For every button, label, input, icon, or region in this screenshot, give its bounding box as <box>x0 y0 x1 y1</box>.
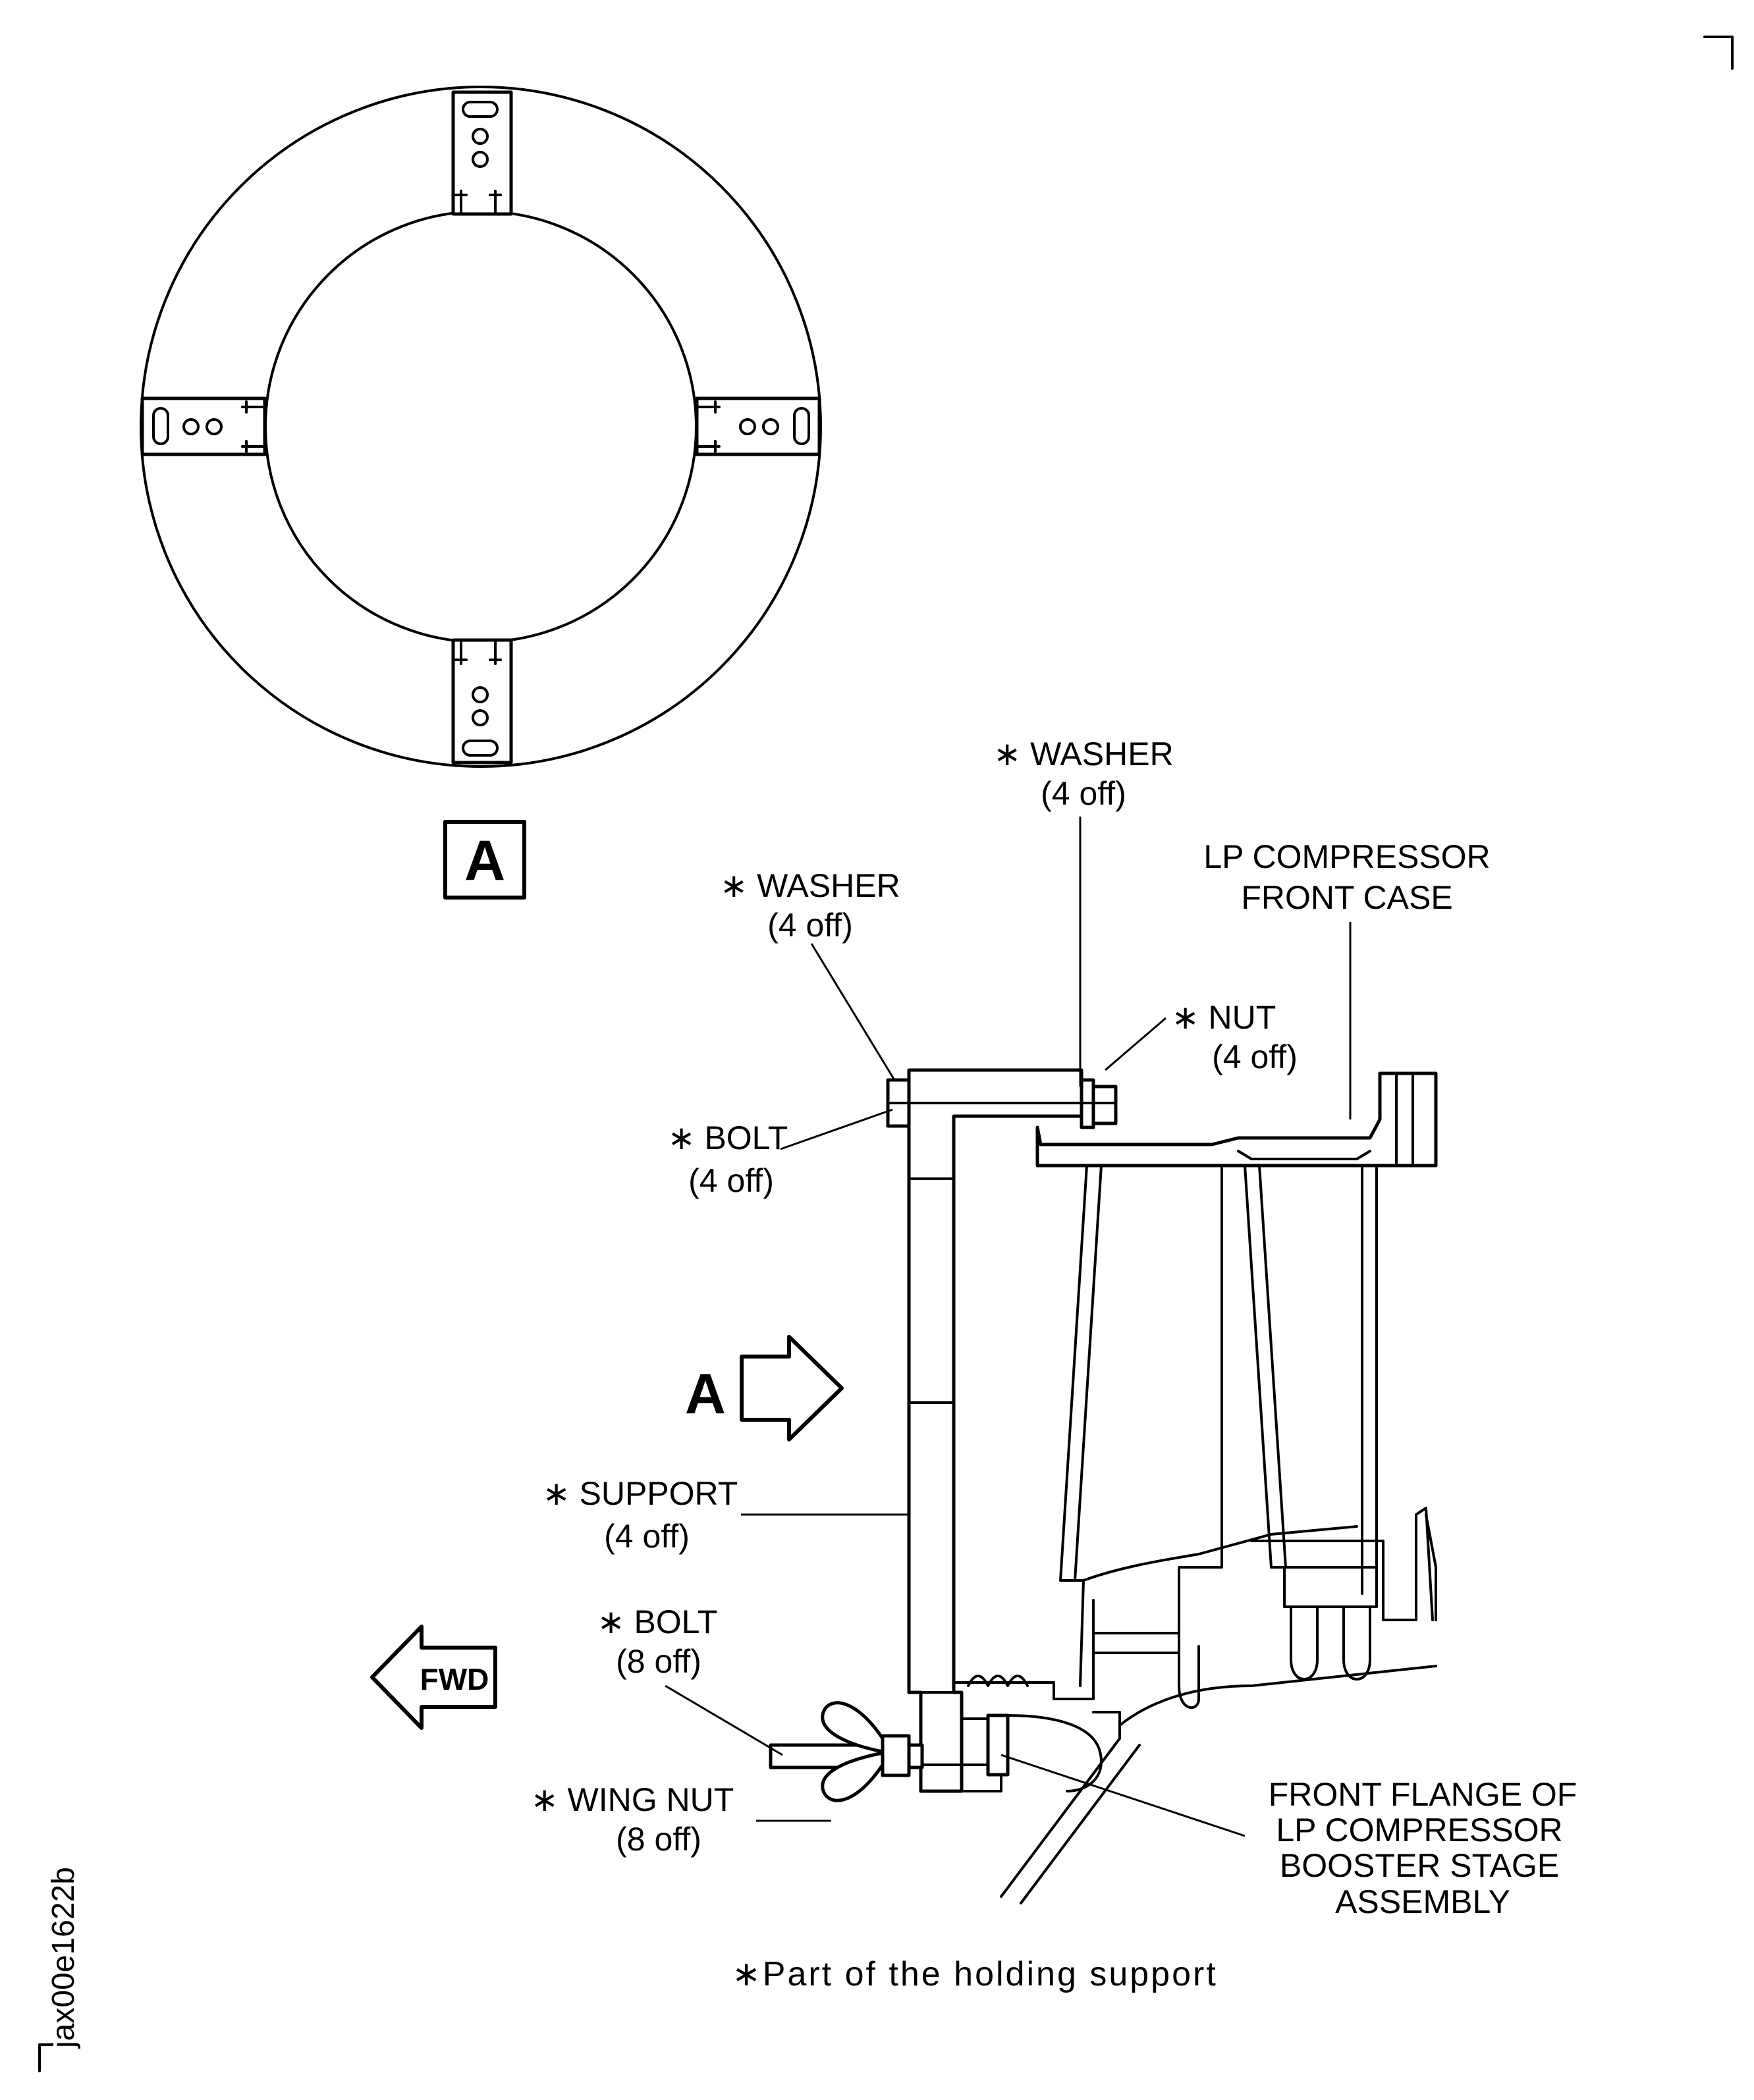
leader-bolt-bottom <box>665 1684 783 1756</box>
crop-mark-top-right <box>1703 36 1734 70</box>
callout-bolt-top-name: ∗ BOLT <box>668 1119 788 1156</box>
callout-bolt-bottom-qty: (8 off) <box>616 1643 701 1680</box>
callout-labels: ∗ WASHER (4 off) ∗ WASHER (4 off) LP COM… <box>531 736 1577 1920</box>
leader-nut <box>1105 1017 1166 1071</box>
callout-front-flange-line3: BOOSTER STAGE <box>1280 1847 1559 1884</box>
support-inner-leg <box>952 1675 1055 1700</box>
callout-front-flange-line2: LP COMPRESSOR <box>1276 1812 1562 1848</box>
top-bolt-assembly <box>886 1078 1118 1129</box>
lp-front-case <box>1035 1071 1438 1168</box>
footnote: ∗Part of the holding support <box>732 1955 1218 1993</box>
view-a-label-text: A <box>464 829 505 892</box>
view-a-direction-arrow: A <box>685 1335 844 1441</box>
view-a-arrow-label: A <box>685 1362 726 1426</box>
lp-compressor-section <box>769 1068 1438 1904</box>
ring-inner-edge <box>264 210 698 643</box>
callout-front-flange-line1: FRONT FLANGE OF <box>1269 1776 1577 1813</box>
ring-support-bottom <box>451 638 513 765</box>
ring-support-top <box>451 90 513 216</box>
callout-nut-name: ∗ NUT <box>1172 999 1276 1036</box>
stator-vanes <box>1059 1164 1378 1687</box>
callout-washer-top-qty: (4 off) <box>1041 775 1126 812</box>
ring-support-left <box>140 396 267 456</box>
fwd-direction-arrow: FWD <box>370 1625 497 1730</box>
booster-inner-structure <box>1053 1507 1437 1710</box>
callout-leaders <box>665 817 1352 1837</box>
callout-support-name: ∗ SUPPORT <box>543 1475 738 1512</box>
leader-front-flange <box>1000 1754 1246 1837</box>
fwd-arrow-label: FWD <box>420 1662 489 1696</box>
figure-id-text: jax00e1622b <box>46 1867 81 2049</box>
view-a-ring <box>140 86 822 768</box>
view-a-label: A <box>443 820 526 900</box>
callout-front-flange-line4: ASSEMBLY <box>1335 1883 1510 1920</box>
callout-lp-front-case-line2: FRONT CASE <box>1241 879 1452 916</box>
leader-washer-left <box>810 943 896 1081</box>
callout-wing-nut-name: ∗ WING NUT <box>531 1781 734 1818</box>
callout-support-qty: (4 off) <box>604 1518 690 1555</box>
callout-bolt-bottom-name: ∗ BOLT <box>597 1603 718 1640</box>
callout-nut-qty: (4 off) <box>1212 1038 1298 1075</box>
callout-lp-front-case-line1: LP COMPRESSOR <box>1203 838 1490 875</box>
figure-id: jax00e1622b <box>38 1867 81 2072</box>
callout-washer-left-name: ∗ WASHER <box>720 867 900 904</box>
callout-wing-nut-qty: (8 off) <box>616 1821 701 1858</box>
callout-bolt-top-qty: (4 off) <box>688 1162 774 1199</box>
ring-support-right <box>695 396 821 456</box>
callout-washer-top-name: ∗ WASHER <box>993 736 1173 772</box>
bottom-bolt-and-wing-nut <box>769 1701 924 1802</box>
leader-bolt-top <box>780 1108 893 1150</box>
callout-washer-left-qty: (4 off) <box>767 907 853 944</box>
booster-front-flange <box>986 1665 1437 1904</box>
